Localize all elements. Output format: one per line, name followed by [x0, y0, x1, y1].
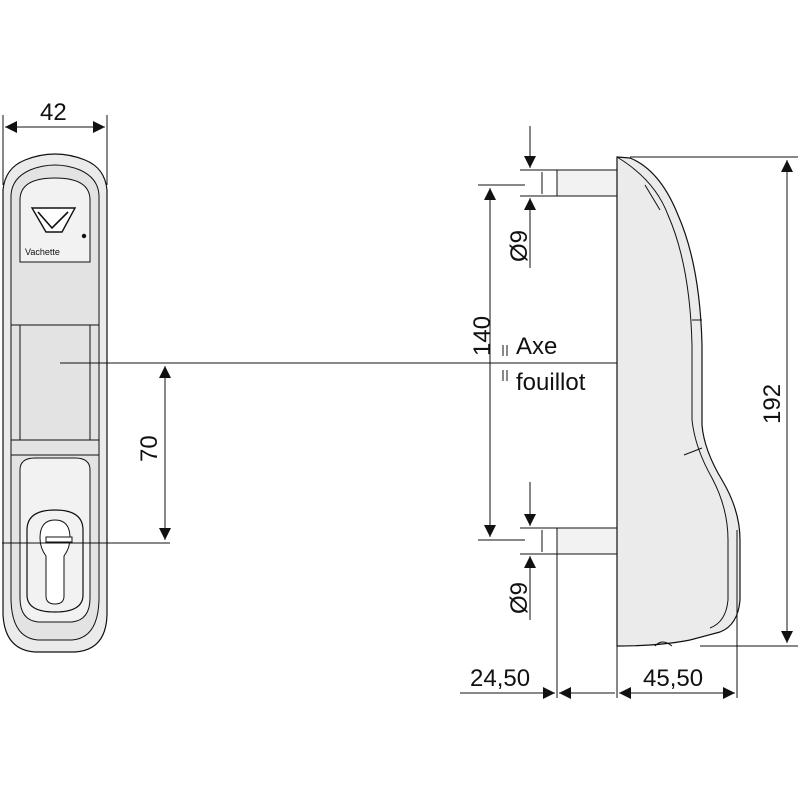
spindle-bottom: [556, 527, 618, 555]
front-view: Vachette 42: [2, 99, 108, 653]
dimension-offset-label: 24,50: [470, 665, 530, 692]
vachette-logo-icon: [30, 207, 87, 239]
brand-name: Vachette: [25, 247, 60, 257]
dimension-70-label: 70: [136, 435, 163, 462]
dimension-140-label: 140: [469, 316, 496, 356]
axis-label-group: Axe fouillot: [502, 333, 586, 396]
dimension-width-label: 42: [40, 99, 67, 126]
dimension-dia-bottom-label: Ø9: [506, 582, 533, 614]
side-body-contour: [683, 447, 703, 456]
cylinder-ring: [26, 509, 84, 613]
dimension-192-label: 192: [759, 384, 786, 424]
spindle-top: [556, 169, 618, 197]
axis-label-fouillot: fouillot: [516, 369, 586, 396]
side-body: [616, 156, 741, 647]
side-body-contour: [616, 156, 729, 629]
dimension-dia-top-label: Ø9: [506, 230, 533, 262]
side-body-contour: [654, 641, 673, 647]
key-slot: [45, 536, 73, 543]
side-body-contour: [644, 184, 661, 211]
axis-label-axe: Axe: [516, 333, 557, 360]
side-view: Ø9 Ø9 192 24,50 45,50: [460, 126, 798, 699]
dimension-depth-label: 45,50: [643, 665, 703, 692]
